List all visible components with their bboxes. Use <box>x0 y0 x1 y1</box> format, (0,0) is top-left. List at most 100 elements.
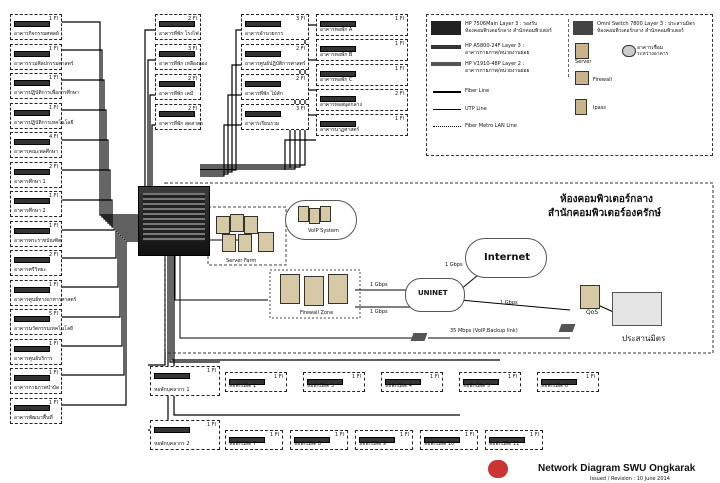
legend-sw2b: อาคารกายภาพ/หน่วยงานย่อย <box>465 68 530 74</box>
switch-icon <box>14 50 50 57</box>
firewall-servers <box>280 274 352 306</box>
floor-label: 1 Fl <box>48 370 58 376</box>
internet-cloud <box>465 238 547 278</box>
switch-icon <box>154 427 190 433</box>
floor-label: 2 Fl <box>48 252 58 258</box>
link-speed-3: 1 Gbps <box>445 262 463 268</box>
switch-icon <box>359 437 395 443</box>
switch-icon <box>229 379 265 385</box>
legend: HP 7506Main Layer 3 : รองรับ ห้องคอมพิวเ… <box>426 14 713 156</box>
building-name: อาคารที่พัก เหลืองทอง <box>159 61 208 67</box>
floor-label: 3 Fl <box>295 106 305 112</box>
server-icon <box>575 43 589 59</box>
building-node: 1 Fl หอพักนิสิต 7 <box>225 430 283 450</box>
switch-icon <box>159 21 195 27</box>
building-node: 2 Fl อาคารศรีวิทยะ <box>10 250 62 276</box>
floor-label: 1 Fl <box>48 104 58 111</box>
building-name: อาคารหอสมุดกลาง <box>320 102 362 108</box>
building-name: หอพักนิสิต 7 <box>229 441 257 447</box>
floor-label: 1 Fl <box>394 41 404 47</box>
legend-sw2: HP V1910-48P Layer 2 : <box>465 61 525 67</box>
building-name: อาคารนวัตกรรมเทคโนโลยี <box>14 326 73 332</box>
building-name: อาคารคณะพลศึกษา <box>14 149 58 155</box>
diagram-title: Network Diagram SWU Ongkarak <box>538 463 696 474</box>
building-name: อาคารรวมศิลปกรรมศาสตร์ <box>14 60 74 67</box>
router-icon <box>558 324 576 332</box>
switch-icon <box>14 227 50 234</box>
building-name: อาคารหอพัก B <box>320 52 353 58</box>
switch-icon <box>229 437 265 443</box>
firewall-icon <box>575 71 589 85</box>
switch-icon <box>320 21 356 27</box>
floor-label: 1 Fl <box>269 432 279 438</box>
switch-icon <box>14 316 50 322</box>
building-name: หอพักนิสิต 11 <box>489 441 520 447</box>
floor-label: 1 Fl <box>529 432 539 438</box>
link-speed-2: 1 Gbps <box>370 309 388 315</box>
ipass-icon <box>575 99 587 115</box>
switch-icon <box>14 21 50 27</box>
voip-servers <box>298 206 331 224</box>
switch-icon <box>14 404 50 411</box>
floor-label: 5 Fl <box>48 311 58 317</box>
legend-core: HP 7506Main Layer 3 : รองรับ <box>465 21 538 27</box>
floor-label: 2 Fl <box>48 163 58 170</box>
floor-label: 1 Fl <box>507 374 517 380</box>
building-name: หอพักนิสิต 4 <box>385 383 413 389</box>
floor-label: 3 Fl <box>295 16 305 22</box>
building-name: อาคารศูนย์ทางอาหารศาสตร์ <box>14 296 77 303</box>
floor-label: 1 Fl <box>48 281 58 288</box>
datacenter-title-1: ห้องคอมพิวเตอร์กลาง <box>560 194 653 205</box>
switch-icon <box>14 286 50 293</box>
legend-omni2: ห้องคอมพิวเตอร์กลาง สำนักคอมพิวเตอร์ <box>597 28 684 34</box>
floor-label: 3 Fl <box>187 46 197 52</box>
building-name: อาคารหอพัก C <box>320 77 353 83</box>
building-name: อาคารอำนวยการ <box>245 31 284 37</box>
building-name: อาคารนาฏศาสตร์ <box>320 127 360 133</box>
floor-label: 1 Fl <box>48 399 58 406</box>
legend-utp: UTP Line <box>465 106 487 112</box>
building-node: 1 Fl หอพักนิสิต 11 <box>485 430 543 450</box>
floor-label: 1 Fl <box>206 422 216 428</box>
server-farm-icons <box>214 214 280 254</box>
switch-icon <box>489 437 525 443</box>
building-node: 1 Fl หอพักนิสิต 8 <box>290 430 348 450</box>
floor-label: 1 Fl <box>429 374 439 380</box>
floor-label: 1 Fl <box>334 432 344 438</box>
building-node: 3 Fl อาคารที่พัก เหลืองทอง <box>155 44 207 70</box>
building-name: อาคารปฏิบัติการเพื่อการศึกษา <box>14 90 79 96</box>
building-name: อาคารกายภาพบำบัด <box>14 385 60 391</box>
building-name: อาคารที่พัก โรงไฟ <box>159 31 199 37</box>
legend-core2: ห้องคอมพิวเตอร์กลาง สำนักคอมพิวเตอร์ <box>465 28 552 34</box>
uninet-label: UNINET <box>418 289 448 297</box>
building-node: 1 Fl อาคารกายภาพบำบัด <box>10 368 62 394</box>
uninet-cloud <box>405 278 465 312</box>
firewall-zone-label: Firewall Zone <box>300 310 334 316</box>
switch-icon <box>14 139 50 145</box>
building-name: อาคารศรีวิทยะ <box>14 267 47 273</box>
floor-label: 1 Fl <box>48 340 58 347</box>
swu-logo <box>488 460 508 478</box>
building-name: หอพักบุคลากร 1 <box>154 387 190 393</box>
building-name: อาคารศูนย์ปฏิบัติการศาสตร์ <box>245 61 306 67</box>
prasanmit-label: ประสานมิตร <box>622 334 666 343</box>
building-name: อาคารพระราชบัณฑิต <box>14 237 62 244</box>
building-name: อาคารปฏิบัติการเทคโนโลยี <box>14 119 74 126</box>
floor-label: 1 Fl <box>206 368 216 374</box>
legend-sw1: HP A5800-24F Layer 3 : <box>465 43 525 49</box>
building-name: หอพักนิสิต 8 <box>294 441 322 447</box>
building-node: 5 Fl อาคารนวัตกรรมเทคโนโลยี <box>10 309 73 335</box>
building-node: 1 Fl อาคารศูนย์ทางอาหารศาสตร์ <box>10 279 76 306</box>
building-node: 1 Fl หอพักบุคลากร 1 <box>150 366 220 396</box>
building-node: 3 Fl อาคารอำนวยการ <box>241 14 309 40</box>
